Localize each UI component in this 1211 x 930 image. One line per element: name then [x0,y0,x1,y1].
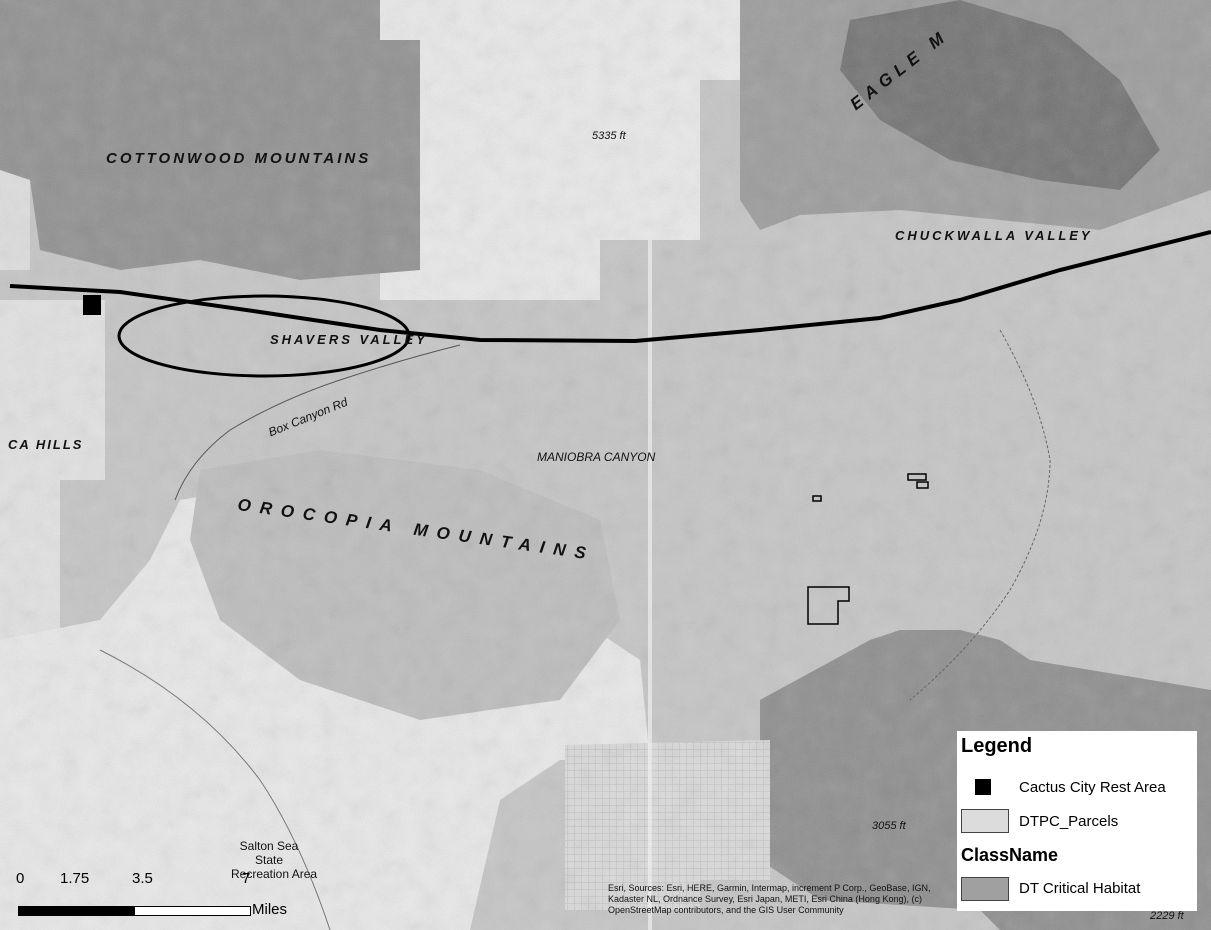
scale-tick-1: 1.75 [60,870,90,887]
label-maniobra-canyon: MANIOBRA CANYON [537,450,656,464]
legend-title: Legend [961,735,1033,757]
road-east [909,329,1051,701]
legend-parcels-label: DTPC_Parcels [1019,813,1119,830]
label-ca-hills: CA HILLS [8,437,84,452]
legend-critical-habitat-swatch [961,877,1009,901]
scale-bar-graphic [18,906,251,916]
scale-tick-3: 7 [242,870,251,887]
legend: Legend Cactus City Rest Area DTPC_Parcel… [957,731,1197,911]
label-salton-sea: Salton Sea State Recreation Area [231,839,318,881]
legend-critical-habitat-label: DT Critical Habitat [1019,880,1141,897]
box-canyon-road [174,344,461,501]
label-shavers-valley: SHAVERS VALLEY [270,332,428,347]
interstate-highway [9,230,1211,344]
dtpc-parcel[interactable] [812,495,822,502]
dtpc-parcel[interactable] [807,586,850,625]
dtpc-parcel[interactable] [916,481,929,489]
legend-rest-area-label: Cactus City Rest Area [1019,779,1166,796]
attribution-text: Esri, Sources: Esri, HERE, Garmin, Inter… [608,883,931,915]
label-elevation-5335: 5335 ft [592,130,626,142]
legend-parcels-swatch [961,809,1009,833]
label-elevation-3055: 3055 ft [872,820,906,832]
scale-unit: Miles [252,901,288,918]
scale-tick-2: 3.5 [132,870,153,887]
shavers-valley-ellipse [117,294,411,378]
dtpc-parcel[interactable] [907,473,927,481]
scale-tick-0: 0 [16,870,25,887]
legend-classname-title: ClassName [961,845,1059,865]
cactus-city-rest-area-marker[interactable] [83,295,101,315]
label-cottonwood-mountains: COTTONWOOD MOUNTAINS [106,150,372,167]
label-chuckwalla-valley: CHUCKWALLA VALLEY [895,228,1093,243]
label-elevation-2229: 2229 ft [1150,910,1184,922]
legend-rest-area-swatch [975,779,991,795]
